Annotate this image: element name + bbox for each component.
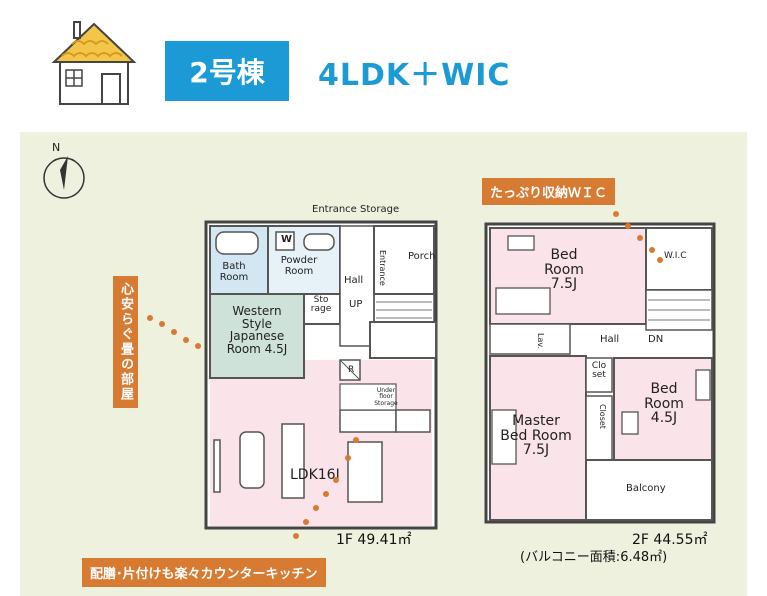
compass-icon (43, 156, 85, 199)
ldk-label: LDK16J (290, 467, 340, 483)
japanese-room-callout: 心安らぐ畳の部屋 (113, 276, 138, 408)
powder-room-label: Powder Room (280, 255, 318, 277)
hall-label-1f: Hall (344, 275, 364, 286)
floor1-area: 1F 49.41㎡ (336, 532, 412, 548)
floor2-plan (484, 222, 716, 524)
compass-n-label: N (52, 141, 61, 154)
balcony-label: Balcony (626, 483, 666, 494)
wic-callout: たっぷり収納ＷＩＣ (482, 178, 616, 205)
house-icon (51, 21, 137, 105)
entrance-label: Entrance (378, 250, 387, 286)
hall-label-2f: Hall (600, 334, 620, 345)
bath-room-label: Bath Room (219, 261, 249, 283)
floor1-plan (204, 220, 438, 530)
lav-label: Lav. (536, 333, 545, 350)
wic-label: W.I.C (664, 251, 687, 261)
stairs-down-label: DN (648, 334, 664, 345)
building-badge: 2号棟 (165, 41, 289, 101)
layout-title: 4LDK＋WIC (318, 58, 511, 93)
stairs-up-label: UP (349, 299, 363, 310)
bed-room-1-label: Bed Room 7.5J (544, 247, 584, 293)
floor2-area: 2F 44.55㎡ (632, 532, 708, 548)
porch-label: Porch (408, 251, 436, 262)
closet-side-label: Closet (598, 404, 607, 429)
western-japanese-room-label: Western Style Japanese Room 4.5J (226, 304, 288, 356)
underfloor-storage-label: Under floor Storage (374, 387, 398, 407)
entrance-storage-label: Entrance Storage (312, 204, 400, 215)
washer-mark: W (281, 234, 293, 245)
refrigerator-mark: R (348, 365, 355, 375)
closet-top-label: Clo set (591, 361, 607, 381)
storage-label: Sto rage (310, 295, 332, 315)
balcony-area-note: (バルコニー面積:6.48㎡) (520, 550, 668, 565)
counter-kitchen-callout: 配膳･片付けも楽々カウンターキッチン (82, 558, 326, 587)
bed-room-2-label: Bed Room 4.5J (644, 381, 684, 427)
master-bed-room-label: Master Bed Room 7.5J (500, 413, 572, 459)
